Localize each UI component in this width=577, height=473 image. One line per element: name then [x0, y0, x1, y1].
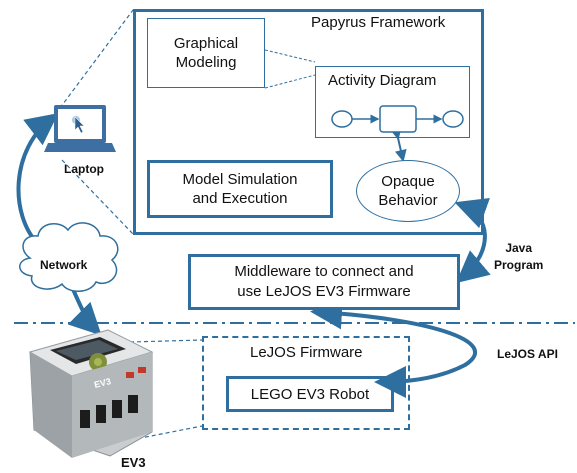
- opaque-behavior-line1: Opaque: [381, 173, 435, 190]
- activity-diagram-title: Activity Diagram: [328, 72, 437, 89]
- model-simulation-line2: and Execution: [192, 190, 288, 207]
- lejos-firmware-title: LeJOS Firmware: [250, 344, 363, 361]
- ev3-label: EV3: [121, 455, 146, 470]
- laptop-icon: [44, 105, 116, 152]
- lejos-api-label: LeJOS API: [497, 347, 558, 361]
- lejos-firmware-frame: [202, 336, 410, 430]
- lego-ev3-robot-label: LEGO EV3 Robot: [250, 385, 370, 403]
- opaque-behavior-node: Opaque Behavior: [356, 160, 460, 222]
- network-label: Network: [40, 258, 88, 272]
- ev3-brick-icon: [28, 329, 154, 458]
- model-simulation-box: Model Simulation and Execution: [147, 160, 333, 218]
- laptop-network-arrow: [16, 113, 59, 246]
- graphical-modeling-box: Graphical Modeling: [147, 18, 265, 88]
- java-program-line1: Java: [505, 241, 533, 255]
- model-simulation-line1: Model Simulation: [182, 171, 298, 188]
- middleware-line2: use LeJOS EV3 Firmware: [237, 283, 411, 300]
- modeling-link-line-1: [264, 49, 316, 63]
- ev3-zoom-line-bottom: [89, 425, 203, 449]
- java-program-label: Java Program: [494, 240, 543, 274]
- opaque-behavior-line2: Behavior: [378, 192, 438, 209]
- graphical-modeling-line2: Modeling: [175, 54, 237, 71]
- middleware-line1: Middleware to connect and: [234, 263, 414, 280]
- modeling-link-line-2: [264, 74, 316, 89]
- laptop-zoom-line-top: [59, 9, 134, 109]
- lejos-api-arrow: [310, 297, 478, 398]
- activity-diagram-box: [315, 66, 470, 138]
- laptop-label: Laptop: [64, 162, 104, 176]
- graphical-modeling-line1: Graphical: [173, 35, 239, 52]
- network-cloud: [19, 222, 119, 292]
- papyrus-framework-title: Papyrus Framework: [311, 14, 446, 31]
- papyrus-framework-frame: [133, 9, 484, 235]
- activity-opaque-arrow: [389, 126, 407, 162]
- java-program-line2: Program: [494, 258, 544, 272]
- ev3-zoom-line-top: [129, 339, 203, 343]
- java-program-arrow: [454, 198, 491, 284]
- laptop-zoom-line-bottom: [61, 159, 134, 235]
- lego-ev3-robot-box: LEGO EV3 Robot: [226, 376, 394, 412]
- middleware-box: Middleware to connect and use LeJOS EV3 …: [188, 254, 460, 310]
